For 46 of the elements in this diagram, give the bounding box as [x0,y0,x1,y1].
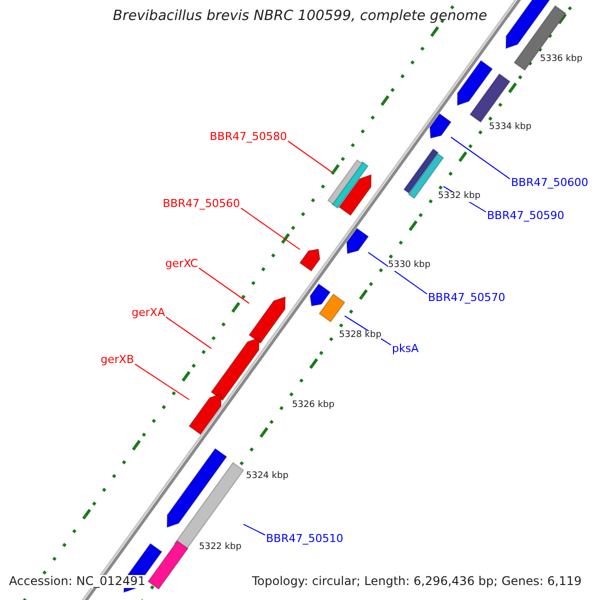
gene-label: gerXC [165,258,198,270]
gene-label: pksA [392,343,419,356]
gene-label: BBR47_50570 [428,292,506,304]
gene-label: BBR47_50600 [511,177,588,190]
accession-text: Accession: NC_012491 [9,575,146,588]
gene-feature [210,337,260,401]
tick-label: 5334 kbp [489,123,532,133]
tick-label: 5330 kbp [388,261,430,271]
gene-feature [188,393,222,436]
gene-label: BBR47_50560 [162,198,240,210]
gene-label: BBR47_50510 [266,533,344,546]
gene-label: BBR47_50580 [210,131,287,144]
gene-feature [299,248,320,272]
tick-label: 5326 kbp [292,401,334,411]
gene-feature [338,174,372,216]
leader-line [243,524,266,536]
gene-feature [248,296,286,344]
tick-label: 5328 kbp [339,331,382,341]
diagram-title: Brevibacillus brevis NBRC 100599, complete genome [112,9,488,24]
tick-label: 5322 kbp [199,543,242,553]
gene-feature [346,228,369,254]
gene-label: BBR47_50590 [487,210,564,222]
gene-feature [429,113,452,139]
gene-feature [456,60,493,106]
gene-block [327,159,363,205]
leader-line [450,136,510,180]
gene-block [403,148,439,194]
leader-line [198,268,250,304]
gene-block [147,540,189,590]
leader-line [166,316,212,349]
leader-line [288,140,332,173]
tick-label: 5336 kbp [540,55,582,65]
gene-feature [166,448,228,528]
gene-block [514,5,566,71]
leader-line [368,252,428,294]
tick-label: 5324 kbp [246,472,288,482]
gene-block [318,293,346,323]
gene-feature [505,0,550,50]
leader-line [134,364,190,400]
leader-line [240,208,300,250]
gene-label: gerXA [132,307,165,320]
genome-info-text: Topology: circular; Length: 6,296,436 bp; Genes: 6,119 [252,575,582,588]
gene-feature [310,283,331,306]
gene-label: gerXB [100,354,134,366]
tick-label: 5332 kbp [438,192,480,202]
gene-block [469,73,511,123]
